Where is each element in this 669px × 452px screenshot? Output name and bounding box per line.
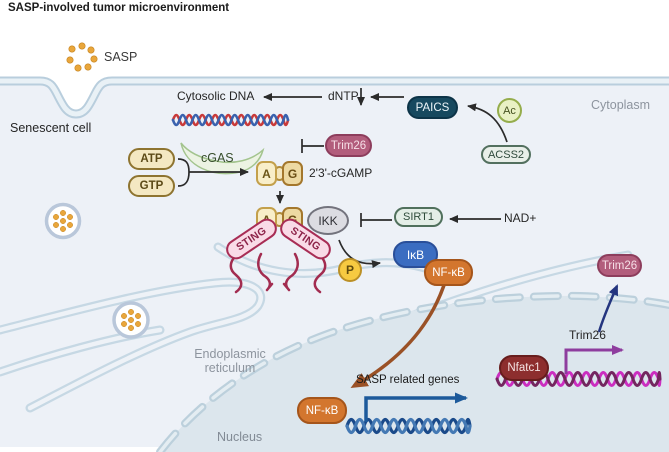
trim26-cytoplasm-node: Trim26: [325, 134, 372, 157]
signaling-arrows: [177, 88, 508, 269]
cytosolic-dna-label: Cytosolic DNA: [177, 89, 255, 103]
sasp-particles: [66, 42, 98, 72]
sasp-vesicles: [44, 202, 150, 339]
ikb-node: IκB: [393, 241, 438, 268]
er-label-line1: Endoplasmic: [194, 347, 266, 361]
endoplasmic-reticulum-label: Endoplasmic reticulum: [170, 347, 290, 376]
acetyl-node: Ac: [497, 98, 522, 123]
er-label-line2: reticulum: [204, 361, 256, 376]
nad-label: NAD+: [504, 211, 537, 225]
nuclear-dna-blue-helix: [345, 417, 472, 435]
trim26-export-arrow: [597, 284, 619, 333]
nfkb-cytoplasm-node: NF-κB: [424, 259, 473, 286]
ikk-node: IKK: [307, 206, 349, 235]
nucleus-region: [156, 291, 669, 452]
sasp-related-genes-label: SASP related genes: [356, 374, 460, 386]
cytoplasm-label: Cytoplasm: [591, 98, 651, 112]
cgamp-adenine: A: [256, 161, 277, 186]
dntp-label: dNTP: [328, 89, 359, 103]
atp-node: ATP: [128, 148, 175, 170]
trim26-gene-label: Trim26: [569, 328, 606, 342]
acss2-node: ACSS2: [481, 145, 531, 164]
nfatc1-node: Nfatc1: [499, 355, 549, 381]
senescent-cell-label: Senescent cell: [10, 121, 92, 135]
nucleus-label: Nucleus: [217, 430, 263, 444]
cgas-label: cGAS: [201, 151, 234, 165]
trim26-transcription-arrow: [564, 345, 624, 374]
cgamp-guanine: G: [282, 161, 303, 186]
plasma-membrane: [0, 76, 669, 119]
paics-node: PAICS: [407, 96, 458, 119]
cytosolic-dna-helix: [171, 113, 290, 127]
nfkb-nucleus-node: NF-κB: [297, 397, 347, 424]
cgamp-label: 2'3'-cGAMP: [309, 166, 373, 180]
trim26-protein-node: Trim26: [597, 254, 642, 277]
diagram-title: SASP-involved tumor microenvironment: [8, 2, 230, 14]
sting-anchors: [229, 248, 327, 294]
sasp-genes-transcription-arrow: [364, 392, 468, 422]
sirt1-node: SIRT1: [394, 207, 443, 227]
translocation-arrows: [350, 271, 624, 422]
phosphate-node: P: [338, 258, 362, 282]
gtp-node: GTP: [128, 175, 175, 197]
sasp-label: SASP: [104, 50, 138, 64]
